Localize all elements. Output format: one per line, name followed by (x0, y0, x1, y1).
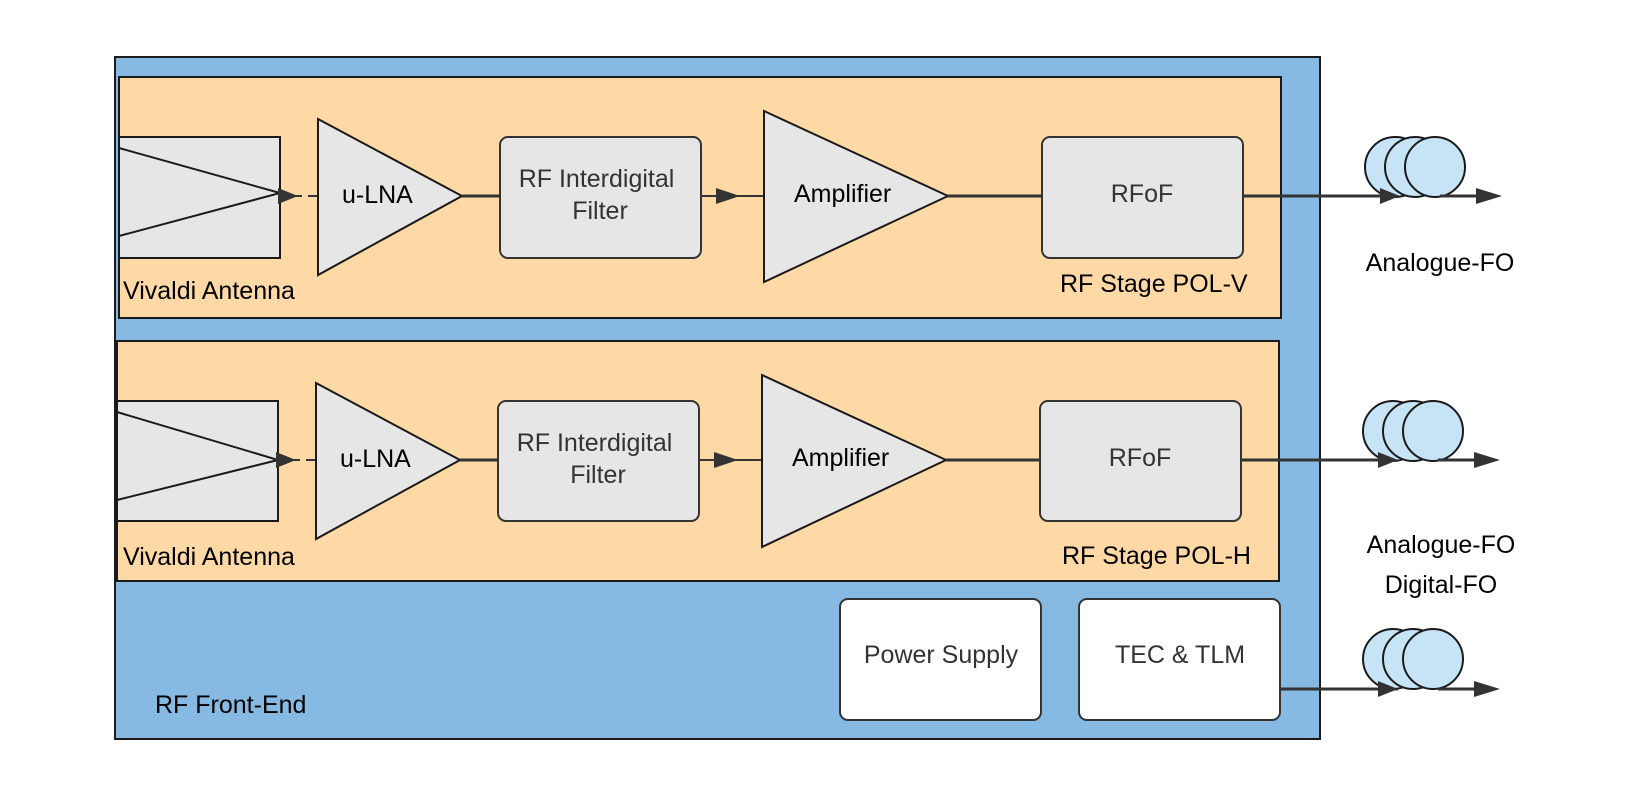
output-analogue-fo-2-label: Analogue-FO (1367, 531, 1516, 559)
amplifier-pol-h (761, 373, 949, 549)
vivaldi-antenna-pol-v-label: Vivaldi Antenna (123, 277, 295, 305)
output-analogue-fo-1-label: Analogue-FO (1366, 249, 1515, 277)
rf-stage-pol-v-label: RF Stage POL-V (1060, 270, 1248, 298)
u-lna-pol-h (315, 381, 463, 541)
arrow-filter-pol-v (716, 188, 740, 204)
output-arrow-icon (1474, 452, 1500, 468)
rf-interdigital-filter-pol-v (499, 136, 702, 259)
arrow-antenna-pol-v (278, 188, 298, 204)
output-analogue-fo-2 (1241, 400, 1500, 468)
amplifier-pol-h-label: Amplifier (792, 444, 889, 472)
tec-tlm-label: TEC & TLM (1115, 641, 1245, 669)
rf-filter-pol-v-label: RF Interdigital Filter (519, 165, 682, 225)
u-lna-pol-h-label: u-LNA (340, 445, 411, 473)
rf-front-end-label: RF Front-End (155, 691, 306, 719)
rfof-pol-v-label: RFoF (1111, 180, 1174, 208)
rf-stage-pol-h: RF Stage POL-H Vivaldi Antenna u-LNA RF … (116, 340, 1280, 582)
output-digital-fo (1280, 628, 1500, 697)
vivaldi-antenna-pol-v (118, 136, 284, 259)
amplifier-pol-v-label: Amplifier (794, 180, 891, 208)
rfof-pol-h-label: RFoF (1109, 444, 1172, 472)
rf-stage-pol-h-label: RF Stage POL-H (1062, 542, 1251, 570)
tec-tlm-block (1078, 598, 1281, 721)
rf-stage-pol-v: RF Stage POL-V Vivaldi Antenna u-LNA RF … (118, 76, 1282, 319)
u-lna-pol-v-label: u-LNA (342, 181, 413, 209)
amplifier-pol-v (763, 109, 951, 284)
output-arrow-icon (1474, 681, 1500, 697)
power-supply-block (839, 598, 1042, 721)
u-lna-pol-v (317, 117, 465, 277)
output-digital-fo-label: Digital-FO (1385, 571, 1498, 599)
output-analogue-fo-1 (1243, 136, 1502, 204)
power-supply-label: Power Supply (864, 641, 1019, 669)
rf-filter-pol-h-label: RF Interdigital Filter (517, 429, 680, 489)
arrow-antenna-pol-h (276, 452, 296, 468)
arrow-filter-pol-h (714, 452, 738, 468)
vivaldi-antenna-pol-h (116, 400, 282, 522)
output-arrow-icon (1476, 188, 1502, 204)
vivaldi-antenna-pol-h-label: Vivaldi Antenna (123, 543, 295, 571)
